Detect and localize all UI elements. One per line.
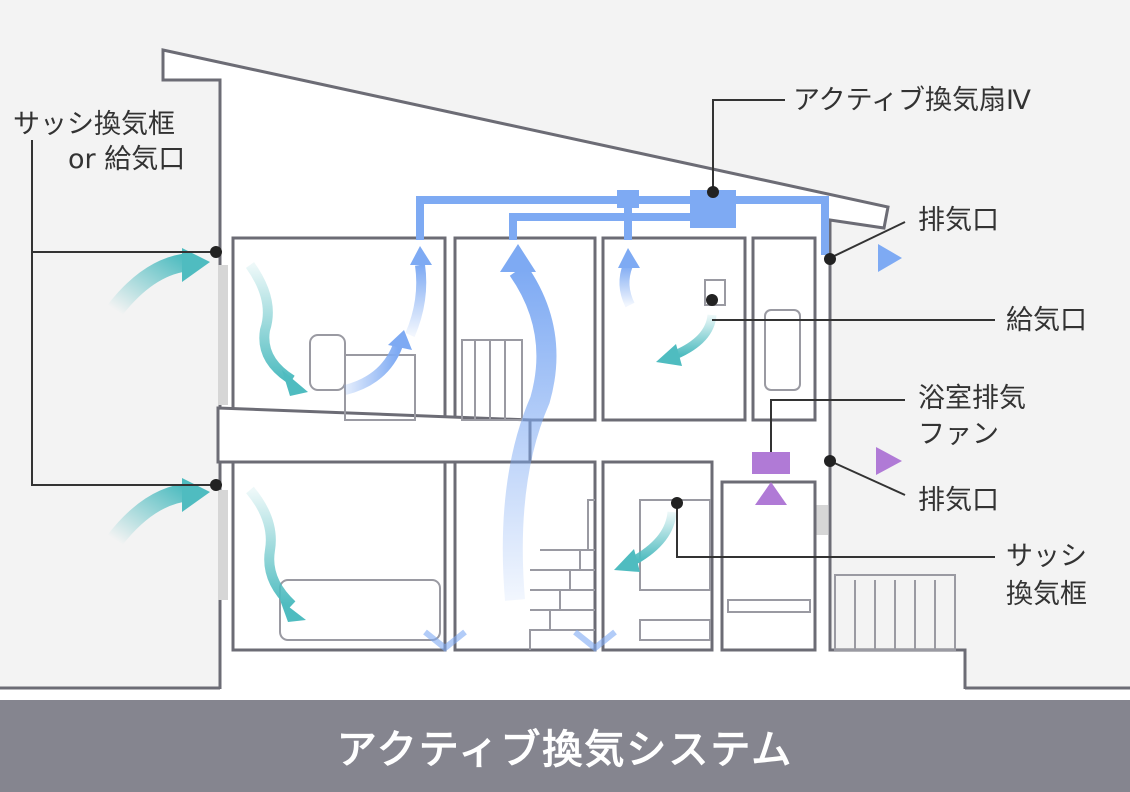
footer-title: アクティブ換気システム [336,727,794,773]
airflow-arrows [107,244,717,652]
duct-system [416,190,902,545]
label-sash-vent-or-inlet-1: サッシ換気框 [13,109,175,140]
junction-box [617,190,639,208]
label-bath-fan-1: 浴室排気 [918,383,1026,414]
room-2f-closet [751,236,817,422]
label-sash-vent-or-inlet-2: or 給気口 [68,144,186,175]
label-bath-fan-2: ファン [918,419,999,450]
leader-lines [31,99,995,558]
label-sash-frame-1: サッシ [1006,541,1087,572]
label-exhaust-top: 排気口 [918,205,999,236]
label-exhaust-bottom: 排気口 [918,485,999,516]
label-active-fan: アクティブ換気扇Ⅳ [793,85,1031,116]
ventilation-diagram [0,48,1130,700]
leader-dots [210,186,836,509]
label-sash-frame-2: 換気框 [1006,579,1087,610]
footer-banner: アクティブ換気システム [0,700,1130,792]
label-inlet-right: 給気口 [1006,305,1087,336]
bath-fan-box [752,452,790,474]
